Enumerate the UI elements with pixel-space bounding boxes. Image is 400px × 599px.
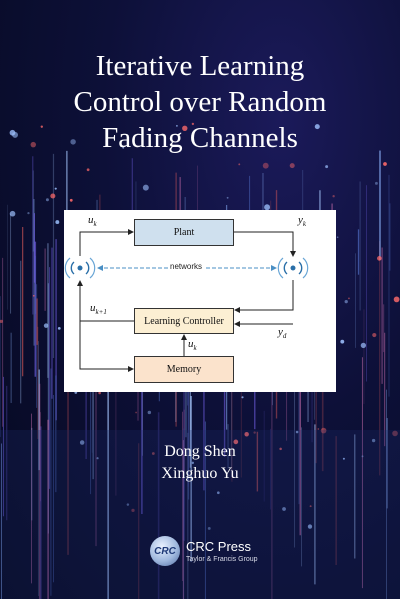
signal-y-k: yk <box>298 214 306 229</box>
block-diagram: Plant Learning Controller Memory network… <box>64 210 336 392</box>
learning-controller-block: Learning Controller <box>134 308 234 334</box>
signal-y-d: yd <box>278 326 287 341</box>
publisher-logo: CRC CRC Press Taylor & Francis Group <box>150 536 260 568</box>
left-antenna-icon <box>64 257 96 279</box>
crc-logo-icon: CRC <box>150 536 180 566</box>
signal-u-k-memory: uk <box>188 338 197 353</box>
plant-block: Plant <box>134 219 234 246</box>
wire-u-next <box>77 280 134 322</box>
publisher-tagline: Taylor & Francis Group <box>186 556 258 563</box>
title-line-1: Iterative Learning <box>95 50 305 82</box>
wire-to-memory <box>79 321 134 372</box>
author-2: Xinghuo Yu <box>161 465 239 482</box>
wire-u-to-plant <box>79 229 134 256</box>
networks-label: networks <box>168 262 205 271</box>
memory-block: Memory <box>134 356 234 383</box>
publisher-name: CRC Press <box>186 539 252 554</box>
authors: Dong Shen Xinghuo Yu <box>0 441 400 485</box>
right-antenna-icon <box>277 257 309 279</box>
title-line-2: Control over Random <box>73 86 327 118</box>
diagram-wires <box>64 229 309 372</box>
title-line-3: Fading Channels <box>102 122 298 154</box>
author-1: Dong Shen <box>164 443 236 460</box>
signal-u-k-plus-1: uk+1 <box>90 302 107 317</box>
wire-y-to-controller <box>234 280 294 313</box>
book-title: Iterative Learning Control over Random F… <box>0 48 400 156</box>
signal-u-k: uk <box>88 214 97 229</box>
logo-mark: CRC <box>154 545 176 557</box>
wire-plant-output <box>234 231 296 257</box>
